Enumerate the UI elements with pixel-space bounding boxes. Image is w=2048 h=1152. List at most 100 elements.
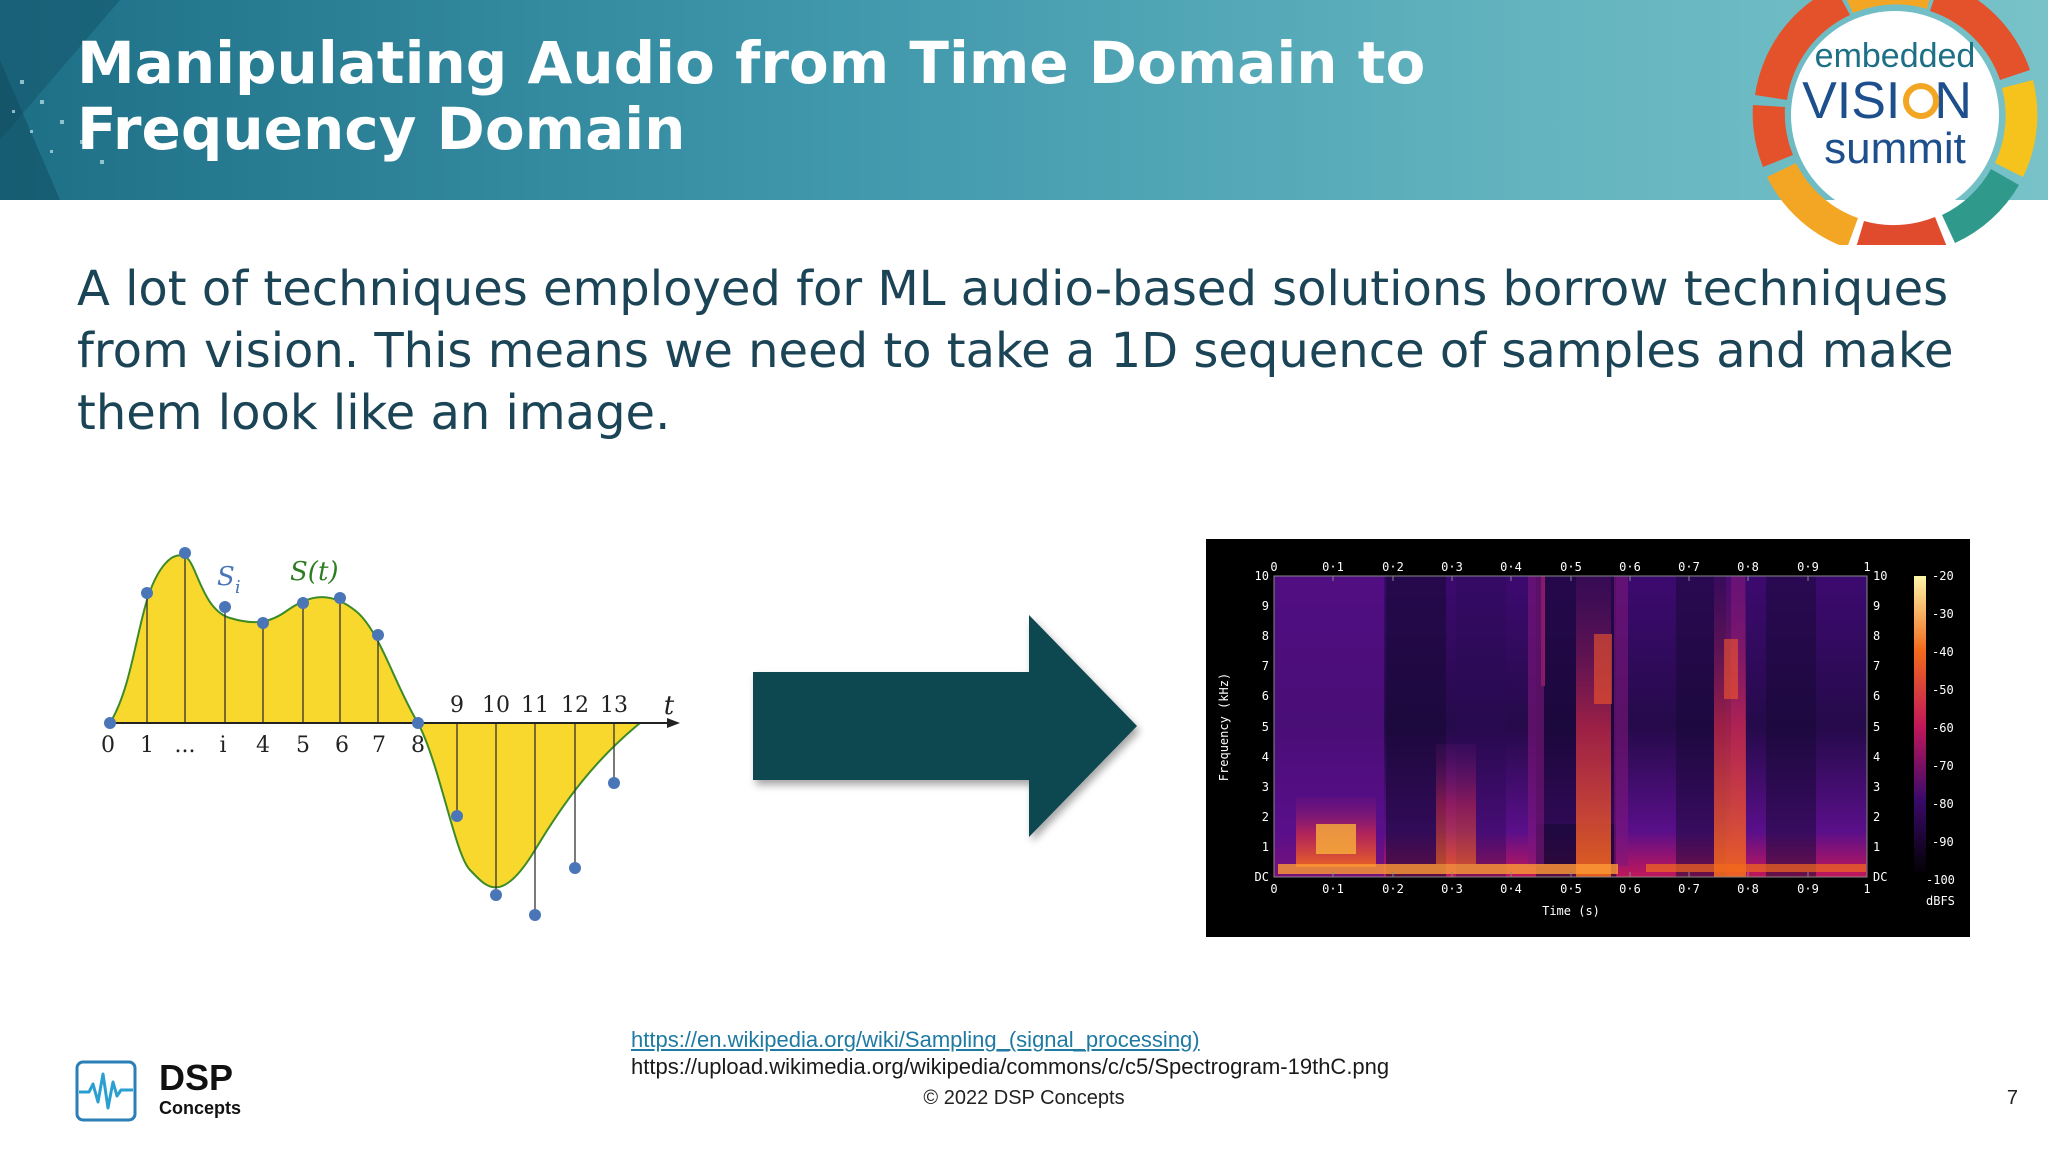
spectro-left-tick-4: 4	[1262, 750, 1269, 764]
spectro-top-tick-6: 0·6	[1619, 560, 1641, 574]
tick-label-12: 12	[561, 693, 589, 718]
spectro-bottom-tick-6: 0·6	[1619, 882, 1641, 896]
embedded-vision-summit-logo: embedded VISI N summit	[1752, 0, 2038, 245]
spectro-left-tick-3: 3	[1262, 780, 1269, 794]
colorbar-tick-100: -100	[1926, 873, 1955, 887]
colorbar-tick-90: -90	[1932, 835, 1954, 849]
tick-label-9: 9	[450, 693, 464, 718]
logo-line2a: VISI	[1802, 72, 1900, 130]
spectro-right-tick-dc: DC	[1873, 870, 1887, 884]
reference-link[interactable]: https://en.wikipedia.org/wiki/Sampling_(…	[631, 1027, 1200, 1052]
spectro-top-tick-2: 0·2	[1382, 560, 1404, 574]
spectro-colorbar	[1914, 576, 1926, 875]
spectro-top-tick-1: 0·1	[1322, 560, 1344, 574]
dsp-concepts-logo: DSP Concepts	[75, 1058, 255, 1124]
colorbar-tick-70: -70	[1932, 759, 1954, 773]
spectro-bottom-tick-1: 0·1	[1322, 882, 1344, 896]
spectro-bottom-tick-2: 0·2	[1382, 882, 1404, 896]
transform-arrow-icon	[753, 615, 1137, 837]
tick-label-13: 13	[600, 693, 628, 718]
spectro-left-tick-10: 10	[1255, 569, 1269, 583]
reference-text: https://upload.wikimedia.org/wikipedia/c…	[631, 1054, 1390, 1079]
spectro-left-tick-6: 6	[1262, 689, 1269, 703]
spectro-bottom-tick-3: 0·3	[1441, 882, 1463, 896]
tick-label-6: 6	[335, 733, 349, 758]
spectro-left-tick-1: 1	[1262, 840, 1269, 854]
sampled-waveform-diagram: 0 1 ... i 4 5 6 7 8 9 10 11 12 13 t Si S…	[101, 547, 680, 921]
references: https://en.wikipedia.org/wiki/Sampling_(…	[631, 1026, 1389, 1080]
header-banner: Manipulating Audio from Time Domain to F…	[0, 0, 2048, 200]
body-paragraph: A lot of techniques employed for ML audi…	[77, 261, 1954, 441]
tick-label-11: 11	[521, 693, 549, 718]
spectro-top-tick-3: 0·3	[1441, 560, 1463, 574]
time-axis-label: t	[664, 691, 675, 721]
waveform-fill	[108, 554, 643, 889]
spectro-top-tick-0: 0	[1270, 560, 1277, 574]
spectro-right-tick-10: 10	[1873, 569, 1887, 583]
tick-label-5: 5	[296, 733, 310, 758]
logo-line3: summit	[1824, 124, 1966, 173]
colorbar-tick-30: -30	[1932, 607, 1954, 621]
spectro-left-tick-2: 2	[1262, 810, 1269, 824]
colorbar-tick-50: -50	[1932, 683, 1954, 697]
spectro-top-tick-10: 1	[1863, 560, 1870, 574]
spectro-bottom-tick-9: 0·9	[1797, 882, 1819, 896]
spectro-right-tick-1: 1	[1873, 840, 1880, 854]
spectro-ylabel: Frequency (kHz)	[1217, 673, 1231, 781]
spectro-top-tick-7: 0·7	[1678, 560, 1700, 574]
sample-stems	[146, 553, 615, 915]
header-decoration	[0, 0, 120, 200]
sample-dots	[104, 547, 620, 921]
spectro-bottom-tick-0: 0	[1270, 882, 1277, 896]
spectro-right-tick-5: 5	[1873, 720, 1880, 734]
colorbar-unit: dBFS	[1926, 894, 1955, 908]
spectro-bottom-tick-4: 0·4	[1500, 882, 1522, 896]
slide-title: Manipulating Audio from Time Domain to F…	[77, 29, 1426, 163]
spectro-bottom-tick-8: 0·8	[1737, 882, 1759, 896]
logo-o-ring-icon	[1903, 83, 1939, 119]
tick-label-0: 0	[101, 733, 115, 758]
tick-label-ellipsis: ...	[175, 733, 196, 758]
tick-label-i: i	[219, 733, 226, 758]
signal-label: S(t)	[290, 557, 339, 587]
spectro-right-tick-9: 9	[1873, 599, 1880, 613]
spectro-right-tick-4: 4	[1873, 750, 1880, 764]
spectro-right-tick-8: 8	[1873, 629, 1880, 643]
tick-label-4: 4	[256, 733, 270, 758]
colorbar-tick-80: -80	[1932, 797, 1954, 811]
page-number: 7	[2006, 1087, 2018, 1109]
sample-label: Si	[217, 562, 241, 598]
spectro-top-tick-4: 0·4	[1500, 560, 1522, 574]
spectro-bottom-tick-10: 1	[1863, 882, 1870, 896]
spectro-top-tick-9: 0·9	[1797, 560, 1819, 574]
spectro-left-tick-8: 8	[1262, 629, 1269, 643]
tick-label-1: 1	[140, 733, 154, 758]
tick-label-10: 10	[482, 693, 510, 718]
spectro-top-tick-8: 0·8	[1737, 560, 1759, 574]
spectro-top-tick-5: 0·5	[1560, 560, 1582, 574]
tick-label-7: 7	[372, 733, 386, 758]
spectro-left-tick-9: 9	[1262, 599, 1269, 613]
colorbar-tick-20: -20	[1932, 569, 1954, 583]
spectro-right-tick-2: 2	[1873, 810, 1880, 824]
waveform-logo-icon	[75, 1060, 137, 1122]
spectrogram-image: 0 0·1 0·2 0·3 0·4 0·5 0·6 0·7 0·8 0·9 1 …	[1206, 539, 1970, 937]
spectro-xlabel: Time (s)	[1542, 904, 1600, 918]
logo-line2b: N	[1934, 72, 1972, 130]
spectro-bottom-tick-5: 0·5	[1560, 882, 1582, 896]
spectro-right-tick-7: 7	[1873, 659, 1880, 673]
tick-label-8: 8	[411, 733, 425, 758]
spectro-bottom-tick-7: 0·7	[1678, 882, 1700, 896]
colorbar-tick-60: -60	[1932, 721, 1954, 735]
spectro-left-tick-5: 5	[1262, 720, 1269, 734]
copyright-text: © 2022 DSP Concepts	[923, 1087, 1125, 1109]
colorbar-tick-40: -40	[1932, 645, 1954, 659]
spectro-right-tick-3: 3	[1873, 780, 1880, 794]
spectrogram-energy	[1274, 576, 1866, 877]
spectro-left-tick-dc: DC	[1255, 870, 1269, 884]
logo-line1: embedded	[1815, 37, 1976, 75]
spectro-left-tick-7: 7	[1262, 659, 1269, 673]
dsp-logo-name: DSP	[159, 1057, 234, 1098]
spectro-right-tick-6: 6	[1873, 689, 1880, 703]
